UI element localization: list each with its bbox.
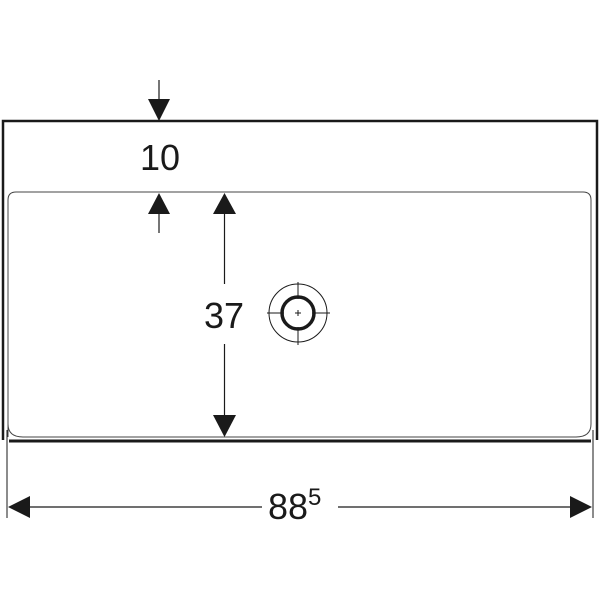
dim-10-arrow-up	[148, 193, 170, 214]
outer-outline	[1, 119, 599, 440]
dim-37-label: 37	[204, 295, 244, 336]
dim-width-arrow-left	[8, 496, 30, 518]
dim-37-arrow-down	[213, 415, 236, 437]
inner-basin	[7, 191, 592, 438]
dim-37-arrow-up	[213, 193, 236, 214]
dim-width-main: 88	[268, 486, 308, 527]
dim-width-superscript: 5	[308, 484, 321, 511]
dim-10-label: 10	[140, 137, 180, 178]
dim-width-arrow-right	[570, 496, 592, 518]
dim-10-arrow-down	[148, 99, 170, 121]
dim-width-label: 885	[268, 484, 321, 527]
drain-crosshair-icon	[267, 282, 330, 345]
